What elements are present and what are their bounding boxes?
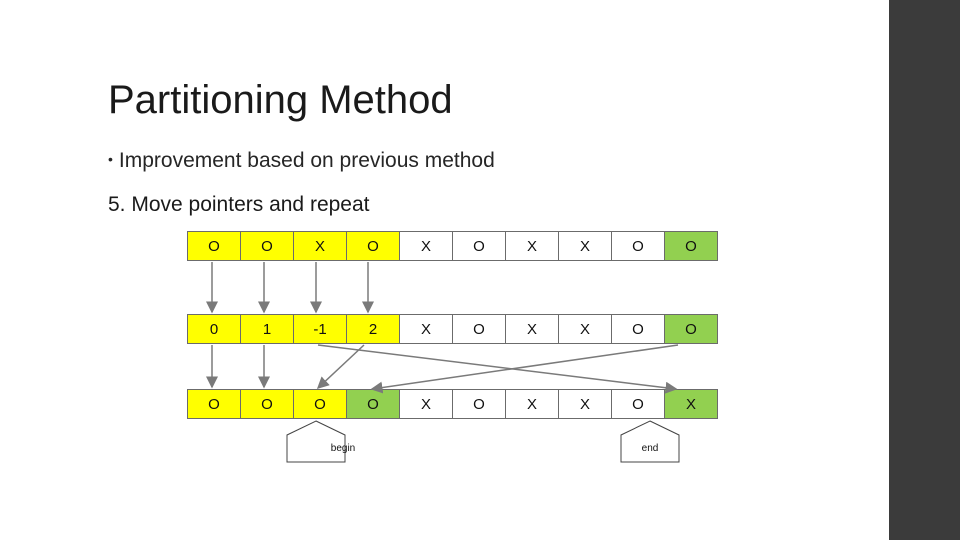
- array-cell: X: [399, 314, 453, 344]
- array-cell: O: [293, 389, 347, 419]
- bullet-text: Improvement based on previous method: [118, 149, 495, 172]
- array-cell: X: [399, 389, 453, 419]
- end-pointer-label: end: [641, 443, 659, 454]
- end-pointer-shape: [620, 420, 680, 463]
- array-cell: X: [293, 231, 347, 261]
- arrow-cross-1: [316, 344, 365, 390]
- bullet-dot-icon: •: [108, 151, 113, 167]
- arrow-cross-2: [370, 344, 679, 394]
- begin-pointer-label: begin: [330, 443, 356, 454]
- array-cell: X: [505, 389, 559, 419]
- array-cell: X: [399, 231, 453, 261]
- array-cell: X: [505, 231, 559, 261]
- step-heading: 5. Move pointers and repeat: [108, 193, 370, 216]
- slide-sidebar-bar: [889, 0, 960, 540]
- array-cell: O: [346, 389, 400, 419]
- begin-pointer-shape: [286, 420, 346, 463]
- array-cell: O: [346, 231, 400, 261]
- array-cell: O: [187, 231, 241, 261]
- array-cell: O: [240, 231, 294, 261]
- array-cell: O: [452, 314, 506, 344]
- array-cell: 0: [187, 314, 241, 344]
- array-cell: X: [664, 389, 718, 419]
- array-cell: O: [452, 389, 506, 419]
- array-cell: O: [611, 389, 665, 419]
- array-cell: -1: [293, 314, 347, 344]
- array-cell: X: [558, 314, 612, 344]
- array-cell: O: [664, 231, 718, 261]
- array-cell: X: [505, 314, 559, 344]
- slide-title: Partitioning Method: [108, 78, 453, 122]
- array-cell: O: [664, 314, 718, 344]
- array-cell: O: [611, 314, 665, 344]
- bullet-item: • Improvement based on previous method: [108, 149, 495, 173]
- array-cell: O: [240, 389, 294, 419]
- arrow-cross-3: [317, 344, 678, 394]
- array-cell: 2: [346, 314, 400, 344]
- array-cell: 1: [240, 314, 294, 344]
- array-cell: O: [187, 389, 241, 419]
